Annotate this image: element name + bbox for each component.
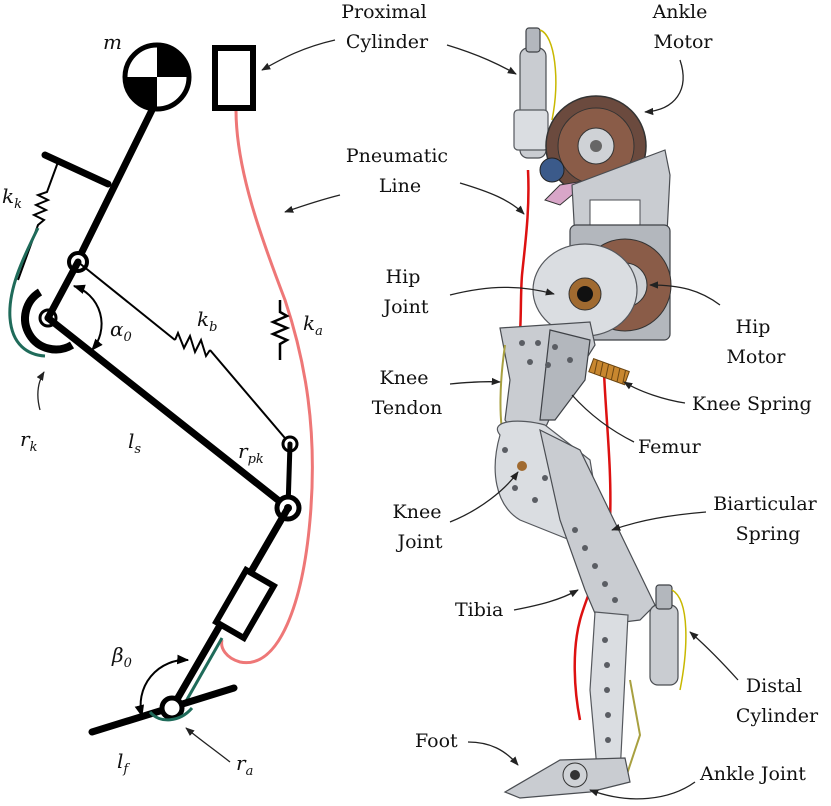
proximal-cylinder-box <box>212 45 256 111</box>
beta-label: β0 <box>111 643 132 671</box>
shank-link <box>44 314 292 512</box>
knee-joint-arrow <box>449 471 519 523</box>
ankle-spring-ka <box>269 300 291 360</box>
cad-render: Proximal Cylinder Ankle Motor Pneumatic … <box>261 1 823 800</box>
knee-spring-kk <box>17 161 59 281</box>
schematic-model: m kk kb ka α0 β0 ls lf rk ra rpk <box>2 30 323 779</box>
knee-tendon-label: Knee Tendon <box>372 367 443 419</box>
knee-spring-label: Knee Spring <box>692 393 812 415</box>
distal-cylinder-label: Distal Cylinder <box>736 675 819 727</box>
hip-motor-label: Hip Motor <box>726 316 786 368</box>
pneumatic-line-schematic <box>220 109 314 665</box>
kb-label: kb <box>197 307 217 335</box>
ls-label: ls <box>128 429 141 457</box>
femur-arrow <box>571 394 635 443</box>
ankle-joint-label: Ankle Joint <box>699 763 806 785</box>
ankle-joint-arrow <box>589 781 696 800</box>
mass-symbol <box>122 42 192 112</box>
distal-cylinder-box <box>212 565 278 643</box>
ankle-motor-arrow <box>644 59 684 116</box>
knee-spring-part <box>588 357 630 386</box>
rk-pointer <box>36 371 45 411</box>
tibia-arrow <box>513 589 579 611</box>
alpha-angle-arc <box>72 284 103 351</box>
knee-cable <box>8 227 46 358</box>
pneumatic-line-label: Pneumatic Line <box>346 145 454 197</box>
hip-motor-arrow <box>649 281 721 306</box>
kk-label: kk <box>2 184 22 212</box>
knee-spring-arrow <box>623 381 686 404</box>
rk-label: rk <box>20 427 38 455</box>
pneumatic-line-arrow-left <box>284 194 341 213</box>
mass-label: m <box>103 30 122 54</box>
ra-pointer <box>185 727 231 763</box>
lower-shank-part <box>589 611 629 781</box>
ra-label: ra <box>236 751 253 779</box>
proximal-cylinder-arrow-left <box>261 39 336 71</box>
knee-pulley <box>21 288 75 354</box>
ankle-joint-node <box>159 695 185 721</box>
hip-joint-part <box>532 243 638 337</box>
hip-joint-label: Hip Joint <box>381 266 428 318</box>
foot-arrow <box>467 741 519 766</box>
foot-label: Foot <box>415 730 458 752</box>
knee-joint-label: Knee Joint <box>393 501 448 553</box>
beta-angle-arc <box>134 654 190 718</box>
hip-to-knee-link <box>44 258 82 322</box>
biarticular-spring-kb <box>174 330 211 359</box>
thigh-link <box>74 104 157 264</box>
ka-label: ka <box>303 311 323 339</box>
biarticular-spring-arrow <box>611 511 707 531</box>
biarticular-link-b <box>209 349 291 445</box>
hip-joint-arrow <box>449 286 555 296</box>
knee-spring-bar <box>41 151 112 188</box>
knee-tendon-arrow <box>449 377 501 386</box>
biarticular-spring-label: Biarticular Spring <box>713 493 823 545</box>
lf-label: lf <box>117 749 130 777</box>
proximal-cylinder-label: Proximal Cylinder <box>341 1 433 53</box>
alpha-label: α0 <box>110 317 132 345</box>
distal-cylinder-part <box>649 584 687 691</box>
pneumatic-line-arrow-right <box>459 182 525 215</box>
proximal-cylinder-arrow-right <box>446 44 517 75</box>
biarticular-link-a <box>77 261 176 341</box>
ankle-motor-label: Ankle Motor <box>652 1 714 53</box>
femur-label: Femur <box>638 436 702 458</box>
tibia-label: Tibia <box>455 599 503 621</box>
distal-cylinder-arrow <box>689 631 739 681</box>
ankle-cable <box>183 637 224 704</box>
rpk-label: rpk <box>238 439 264 467</box>
